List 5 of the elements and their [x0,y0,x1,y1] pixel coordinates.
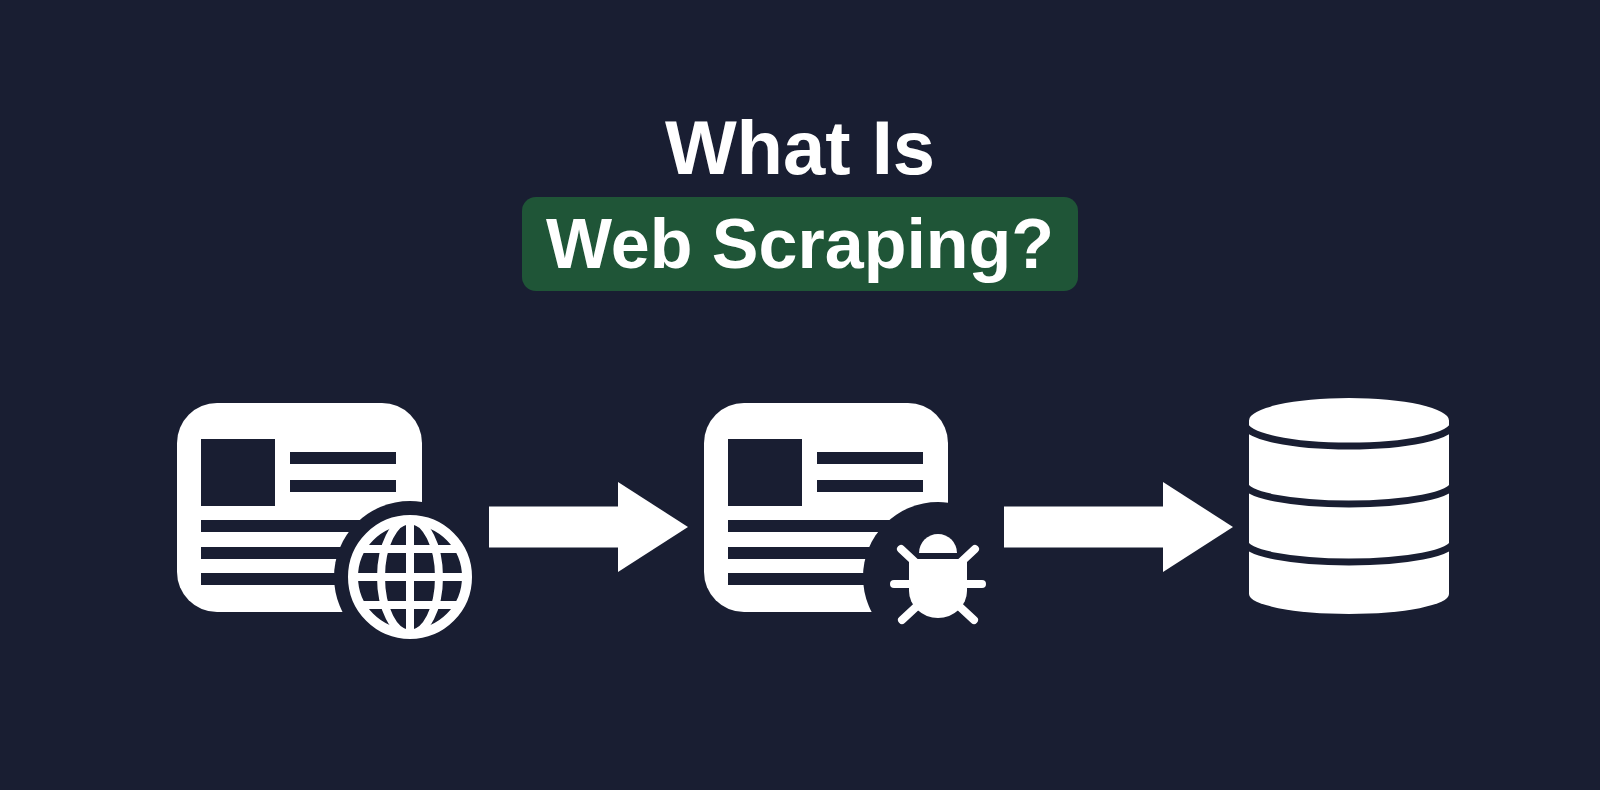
arrow [489,482,688,572]
database-icon [1249,398,1449,614]
arrow [1004,482,1233,572]
webpage-globe-icon [177,403,473,639]
webpage-bug-icon [704,403,988,625]
